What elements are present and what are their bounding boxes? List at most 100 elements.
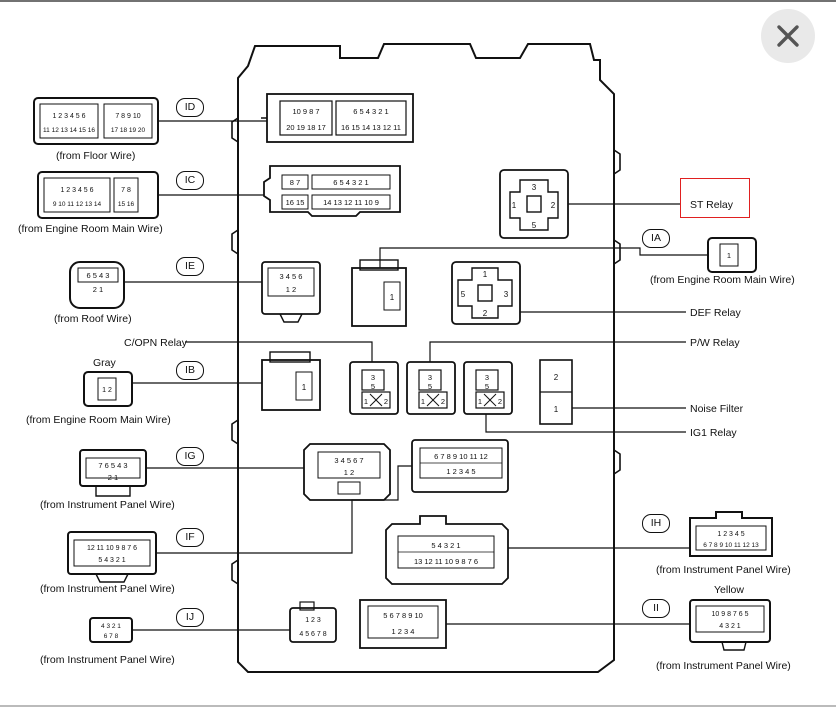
source-label-id: (from Floor Wire) (56, 150, 136, 162)
connector-ic-plug: 1 2 3 4 5 6 7 8 9 10 11 12 13 14 15 16 (37, 171, 159, 219)
noise-filter-socket: 2 1 (539, 359, 573, 425)
svg-text:2: 2 (551, 201, 556, 210)
block-socket-id: 10 9 8 7 6 5 4 3 2 1 20 19 18 17 16 15 1… (261, 93, 414, 143)
connector-code-if: IF (176, 528, 204, 547)
ig1-relay-socket: 3 5 1 2 (463, 361, 513, 415)
pin-label: 8 7 (290, 178, 300, 187)
connector-ih-plug: 1 2 3 4 5 6 7 8 9 10 11 12 13 (689, 511, 773, 557)
pin-label: 1 2 3 4 5 6 (52, 113, 85, 120)
connector-ii-plug: 10 9 8 7 6 5 4 3 2 1 (689, 599, 771, 651)
source-label-ij: (from Instrument Panel Wire) (40, 654, 175, 666)
connector-ig-plug: 7 6 5 4 3 2 1 (79, 449, 147, 497)
pin-label: 16 15 14 13 12 11 (341, 123, 401, 132)
svg-text:2: 2 (498, 397, 502, 406)
svg-text:2: 2 (384, 397, 388, 406)
source-label-ii: (from Instrument Panel Wire) (656, 660, 791, 672)
pin-label: 1 (727, 251, 731, 260)
connector-code-id: ID (176, 98, 204, 117)
pin-label: 10 9 8 7 (292, 107, 319, 116)
svg-text:5: 5 (428, 382, 432, 391)
pin-label: 1 2 (286, 285, 296, 294)
pin-label: 6 7 8 (104, 633, 119, 640)
pin-label: 5 6 7 8 9 10 (383, 611, 423, 620)
block-socket-ig: 3 4 5 6 7 1 2 (303, 443, 391, 501)
pin-label: 6 5 4 3 (87, 271, 110, 280)
pin-label: 5 4 3 2 1 (431, 541, 460, 550)
svg-text:3: 3 (371, 373, 375, 382)
pin-label: 1 2 3 4 5 6 (60, 187, 93, 194)
svg-text:5: 5 (532, 221, 537, 230)
pin-label: 6 5 4 3 2 1 (333, 178, 368, 187)
leader-lines (124, 120, 708, 631)
pin-label: 4 3 2 1 (101, 623, 121, 630)
pin-label: 2 1 (93, 285, 103, 294)
pin-label: 20 19 18 17 (286, 123, 326, 132)
block-socket-ii: 5 6 7 8 9 10 1 2 3 4 (359, 599, 447, 649)
connector-ie-plug: 6 5 4 3 2 1 (69, 261, 125, 309)
pin-label: 1 2 (102, 387, 112, 394)
source-label-if: (from Instrument Panel Wire) (40, 583, 175, 595)
connector-code-ie: IE (176, 257, 204, 276)
pin-label: 1 2 3 4 5 (446, 467, 475, 476)
pw-relay-socket: 3 5 1 2 (406, 361, 456, 415)
junction-block-outline (237, 43, 615, 673)
pin-label: 6 5 4 3 2 1 (353, 107, 388, 116)
pin-label: 12 11 10 9 8 7 6 (87, 545, 137, 552)
pin-label: 1 (390, 293, 395, 302)
svg-text:1: 1 (512, 201, 517, 210)
connector-id-plug: 1 2 3 4 5 6 7 8 9 10 11 12 13 14 15 16 1… (33, 97, 159, 145)
svg-text:5: 5 (371, 382, 375, 391)
color-label-ib: Gray (93, 357, 116, 369)
svg-text:3: 3 (504, 290, 509, 299)
svg-text:3: 3 (485, 373, 489, 382)
source-label-ia: (from Engine Room Main Wire) (650, 274, 795, 286)
st-relay-label: ST Relay (690, 199, 733, 211)
pin-label: 1 2 3 (305, 617, 321, 624)
svg-text:1: 1 (478, 397, 482, 406)
connector-ia-plug: 1 (707, 237, 757, 273)
pin-label: 6 7 8 9 10 11 12 13 (703, 542, 759, 549)
connector-ij-plug: 4 3 2 1 6 7 8 (89, 617, 133, 643)
svg-text:3: 3 (428, 373, 432, 382)
pin-label: 3 4 5 6 7 (334, 456, 363, 465)
block-socket-if: 6 7 8 9 10 11 12 1 2 3 4 5 (411, 439, 509, 493)
source-label-ie: (from Roof Wire) (54, 313, 132, 325)
st-relay-socket: 3 1 2 5 (499, 169, 569, 239)
close-button[interactable] (761, 9, 815, 63)
pin-label: 1 (302, 383, 307, 392)
noise-filter-label: Noise Filter (690, 403, 744, 415)
connector-code-ii: II (642, 599, 670, 618)
pin-label: 6 7 8 9 10 11 12 (434, 452, 488, 461)
pin-label: 4 5 6 7 8 (299, 631, 326, 638)
svg-text:5: 5 (485, 382, 489, 391)
source-label-ic: (from Engine Room Main Wire) (18, 223, 163, 235)
connector-if-plug: 12 11 10 9 8 7 6 5 4 3 2 1 (67, 531, 157, 583)
svg-text:3: 3 (532, 183, 537, 192)
copn-relay-socket: 3 5 1 2 (349, 361, 399, 415)
pin-label: 2 1 (108, 473, 118, 482)
svg-text:1: 1 (421, 397, 425, 406)
pin-label: 7 8 9 10 (115, 113, 140, 120)
pin-label: 9 10 11 12 13 14 (53, 201, 102, 208)
pin-label: 10 9 8 7 6 5 (712, 611, 749, 618)
pin-label: 15 16 (118, 201, 135, 208)
block-socket-ij: 1 2 3 4 5 6 7 8 (289, 601, 337, 643)
block-socket-ie: 3 4 5 6 1 2 (261, 261, 321, 323)
pin-label: 14 13 12 11 10 9 (323, 198, 379, 207)
ig1-relay-label: IG1 Relay (690, 427, 737, 439)
pin-label: 1 (554, 405, 559, 414)
connector-ib-plug: 1 2 (83, 371, 133, 407)
block-socket-ia: 1 (351, 259, 407, 327)
pin-label: 7 6 5 4 3 (98, 461, 127, 470)
svg-text:1: 1 (364, 397, 368, 406)
pin-label: 11 12 13 14 15 16 (43, 127, 95, 134)
connector-code-ih: IH (642, 514, 670, 533)
def-relay-socket: 1 5 3 2 (451, 261, 521, 325)
pin-label: 13 12 11 10 9 8 7 6 (414, 557, 478, 566)
connector-code-ig: IG (176, 447, 204, 466)
connector-code-ia: IA (642, 229, 670, 248)
svg-text:2: 2 (441, 397, 445, 406)
svg-text:5: 5 (461, 290, 466, 299)
